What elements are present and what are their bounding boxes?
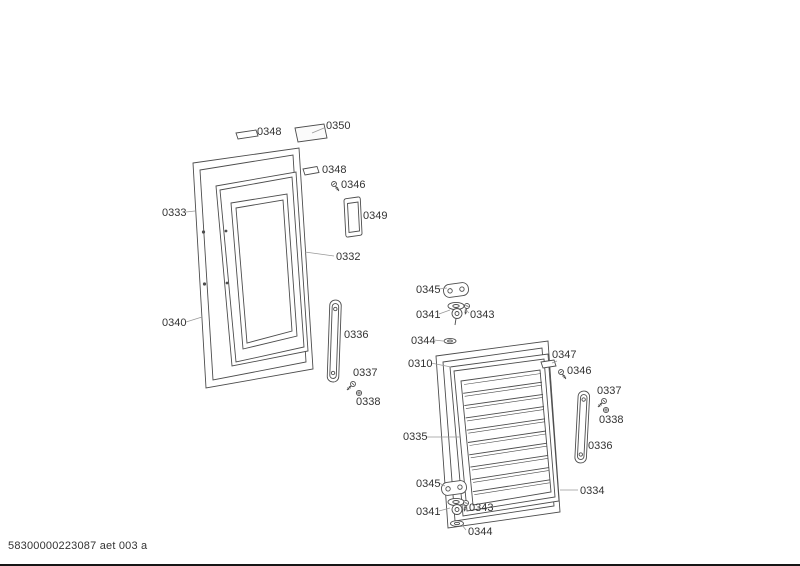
left-door-assembly [192, 123, 363, 397]
bottom-washer-part [450, 520, 464, 527]
handle-part [326, 299, 342, 383]
part-label-door-panel-right: 0310 [408, 358, 432, 370]
part-label-hinge-cover-left: 0348 [322, 164, 346, 176]
leader-lines [185, 127, 578, 531]
part-label-bottom-bearing: 0341 [416, 506, 440, 518]
bottom-bearing-body [451, 504, 463, 515]
part-label-top-bracket: 0345 [416, 284, 440, 296]
part-labels: 0348 0350 0348 0346 0333 0349 0332 0340 … [162, 120, 623, 538]
part-label-door-gasket-left: 0333 [162, 207, 186, 219]
right-door-assembly [435, 282, 610, 529]
part-label-cover-plate: 0350 [326, 120, 350, 132]
part-label-louver-panel: 0335 [403, 431, 427, 443]
part-label-handle-washer-right: 0338 [599, 414, 623, 426]
door-panel-frame-line [219, 176, 305, 363]
hinge-cover-part [302, 165, 320, 176]
part-label-handle-left: 0336 [344, 329, 368, 341]
part-label-hinge-screw-left: 0346 [341, 179, 365, 191]
name-plate-inner-line [347, 201, 360, 234]
gasket-clip-dot [201, 230, 206, 234]
handle-screw-part [344, 379, 358, 393]
part-label-handle-screw-right: 0337 [597, 385, 621, 397]
handle-part [574, 390, 591, 464]
part-label-bottom-washer: 0344 [468, 526, 492, 538]
door-panel-part [215, 171, 309, 367]
page-bottom-edge [0, 564, 800, 566]
handle-washer-part [602, 406, 610, 414]
part-label-name-plate: 0349 [363, 210, 387, 222]
part-label-gasket-clip: 0340 [162, 317, 186, 329]
top-hinge-group [443, 282, 471, 345]
door-hinge-hole [225, 281, 229, 285]
part-label-top-washer: 0344 [411, 335, 435, 347]
part-label-bottom-bracket: 0345 [416, 478, 440, 490]
part-label-handle-washer-left: 0338 [356, 396, 380, 408]
top-bracket-part [443, 282, 469, 298]
bottom-hinge-group [441, 480, 470, 527]
handle-washer-part [355, 389, 363, 397]
document-code: 58300000223087 aet 003 a [8, 540, 148, 552]
part-label-door-panel-left: 0332 [336, 251, 360, 263]
part-label-handle-screw-left: 0337 [353, 367, 377, 379]
hinge-cover-part [540, 359, 557, 369]
door-window-glass [235, 199, 293, 344]
part-label-trim-strip: 0348 [257, 126, 281, 138]
cover-plate-part [294, 123, 328, 143]
bottom-bracket-part [441, 480, 467, 496]
part-label-hinge-screw-right: 0346 [567, 365, 591, 377]
louver-panel-part [460, 369, 552, 506]
door-window-outer [230, 193, 298, 350]
part-label-bottom-pin: 0343 [469, 502, 493, 514]
door-hinge-hole [224, 229, 228, 233]
top-washer-part [443, 337, 457, 345]
part-label-hinge-cover-right: 0347 [552, 349, 576, 361]
part-label-top-pin: 0343 [470, 309, 494, 321]
gasket-clip-dot [202, 282, 207, 286]
part-label-top-bearing: 0341 [416, 309, 440, 321]
part-label-door-gasket-right: 0334 [580, 485, 604, 497]
hinge-screw-part [329, 179, 342, 193]
top-bearing-body [451, 308, 463, 319]
trim-strip-part [235, 129, 259, 140]
door-panel-frame-line [453, 358, 556, 512]
part-label-handle-right: 0336 [588, 440, 612, 452]
